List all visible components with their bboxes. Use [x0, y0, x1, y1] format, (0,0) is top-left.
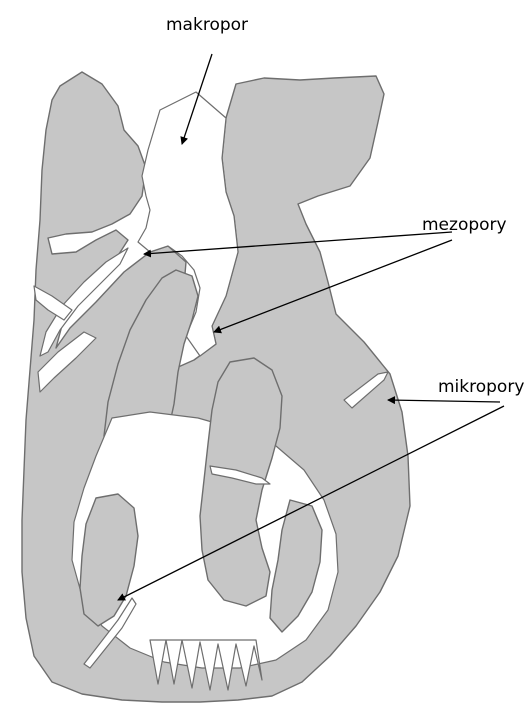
label-makropor: makropor: [166, 15, 248, 35]
mikropory-arrow-upper: [388, 400, 500, 402]
label-mezopory: mezopory: [422, 215, 507, 235]
label-mikropory: mikropory: [438, 377, 524, 397]
